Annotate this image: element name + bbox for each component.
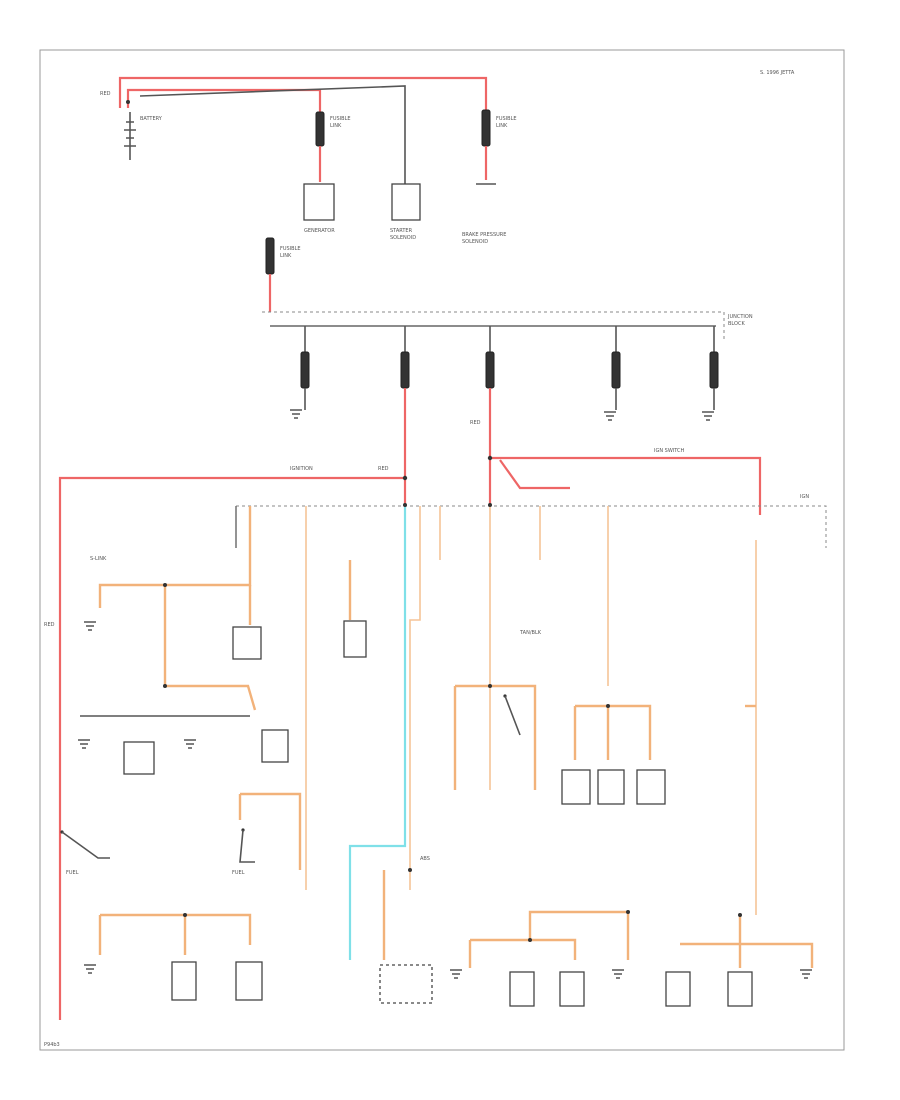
svg-text:BRAKE PRESSURE: BRAKE PRESSURE [462, 232, 506, 238]
fuse-icon [300, 326, 310, 410]
switch-icon: FUEL [60, 830, 110, 876]
ground-icon [78, 409, 812, 979]
svg-text:SOLENOID: SOLENOID [462, 239, 488, 245]
starter-box [391, 183, 421, 221]
svg-text:FUSIBLE: FUSIBLE [280, 246, 301, 252]
svg-text:FUEL: FUEL [66, 870, 79, 876]
switch-icon [503, 694, 521, 736]
component-box-icon [235, 961, 263, 1001]
footer-note: P94b3 [44, 1042, 60, 1048]
svg-text:JUNCTION: JUNCTION [727, 314, 753, 320]
component-box-icon [561, 769, 591, 805]
svg-text:IGN SWITCH: IGN SWITCH [654, 448, 685, 454]
fuse-icon [611, 326, 621, 410]
component-box-icon [636, 769, 666, 805]
splice-nodes [163, 503, 742, 942]
component-box-icon [509, 971, 535, 1007]
svg-text:LINK: LINK [496, 123, 508, 129]
fuse-icon [709, 326, 719, 410]
generator-box [303, 183, 335, 221]
svg-text:GENERATOR: GENERATOR [304, 228, 335, 234]
battery: RED BATTERY [100, 76, 488, 185]
splice-pack-outline [236, 505, 827, 548]
svg-text:RED: RED [100, 91, 111, 97]
svg-text:FUSIBLE: FUSIBLE [496, 116, 517, 122]
switch-icon: FUEL [232, 828, 255, 876]
fuse-icon [400, 326, 410, 505]
orange-feed-1 [98, 506, 252, 608]
component-box-icon [171, 961, 197, 1001]
svg-text:ABS: ABS [420, 856, 430, 862]
component-box-icon [261, 729, 289, 763]
svg-text:SOLENOID: SOLENOID [390, 235, 416, 241]
svg-text:FUSIBLE: FUSIBLE [330, 116, 351, 122]
svg-text:FUEL: FUEL [232, 870, 245, 876]
component-box-icon [665, 971, 691, 1007]
svg-text:RED: RED [44, 622, 55, 628]
svg-text:LINK: LINK [280, 253, 292, 259]
red-feed-left [58, 476, 405, 1020]
svg-text:BLOCK: BLOCK [728, 321, 745, 327]
wire-labels: RED RED RED TAN/BLK S-LINK ABS [44, 420, 542, 862]
red-feed-right [490, 456, 762, 515]
corner-note: S. 1996 JETTA [760, 70, 795, 76]
component-box-icon [232, 626, 262, 660]
component-box-icon [727, 971, 753, 1007]
component-box-icon [343, 620, 367, 658]
cyan-signal-wire [348, 506, 407, 960]
fuse-icon [485, 326, 495, 505]
component-box-icon [379, 964, 433, 1004]
component-box-icon [123, 741, 155, 775]
component-box-icon [559, 971, 585, 1007]
diagram-frame [39, 49, 845, 1051]
component-box-icon [597, 769, 625, 805]
svg-text:BATTERY: BATTERY [140, 116, 163, 122]
svg-text:S-LINK: S-LINK [90, 556, 107, 562]
svg-text:IGNITION: IGNITION [290, 466, 313, 472]
svg-text:TAN/BLK: TAN/BLK [519, 630, 542, 636]
svg-text:IGN: IGN [800, 494, 809, 500]
svg-text:LINK: LINK [330, 123, 342, 129]
svg-text:RED: RED [378, 466, 389, 472]
fuse-block-outline [262, 311, 725, 340]
svg-text:RED: RED [470, 420, 481, 426]
svg-text:STARTER: STARTER [390, 228, 413, 234]
